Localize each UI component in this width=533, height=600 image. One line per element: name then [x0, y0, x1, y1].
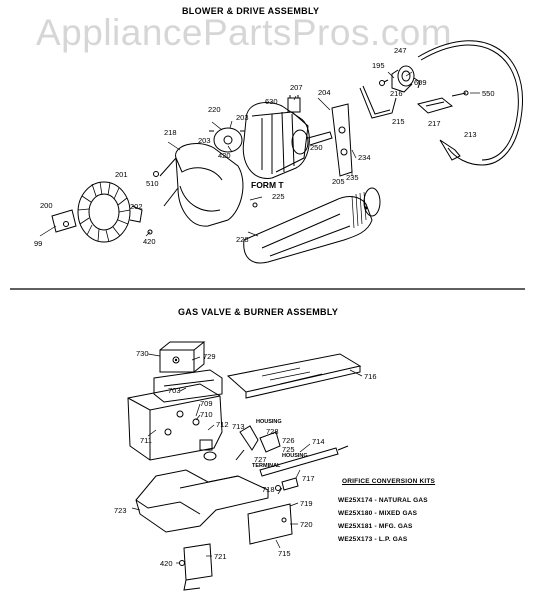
orifice-kit-title: ORIFICE CONVERSION KITS [342, 478, 436, 485]
part-label: 725 [282, 445, 295, 454]
idler-arm-shape [359, 87, 397, 119]
part-label: 235 [346, 173, 359, 182]
motor-body-shape [242, 102, 310, 179]
gas-section-title: GAS VALVE & BURNER ASSEMBLY [178, 307, 339, 317]
shield-plate-shape [247, 503, 293, 545]
part-label: 234 [358, 153, 371, 162]
orifice-shape [281, 477, 299, 491]
part-label: 718 [262, 485, 275, 494]
part-label: 609 [414, 78, 427, 87]
part-label: 713 [232, 422, 245, 431]
part-label: 195 [372, 61, 385, 70]
watermark: AppliancePartsPros.com [36, 12, 453, 53]
part-label: 203 [236, 113, 249, 122]
orifice-kit-item: WE25X180 - MIXED GAS [338, 510, 418, 517]
part-label: 250 [310, 143, 323, 152]
part-label: 709 [200, 399, 213, 408]
motor-clamp-shape [213, 127, 243, 153]
part-label: 716 [364, 372, 377, 381]
igniter-shape [239, 425, 259, 451]
idler-pulley-shape [397, 65, 415, 87]
part-label: 730 [136, 349, 149, 358]
part-label: 510 [146, 179, 159, 188]
part-label: 703 [168, 386, 181, 395]
motor-mount-shape [331, 103, 353, 177]
part-label: 200 [40, 201, 53, 210]
part-label: 728 [266, 427, 279, 436]
part-label: 712 [216, 420, 229, 429]
part-label: HOUSING [256, 419, 282, 425]
burner-base-shape [135, 469, 269, 533]
part-label: 201 [115, 170, 128, 179]
part-label: 729 [203, 352, 216, 361]
orifice-kit-item: WE25X181 - MFG. GAS [338, 523, 413, 530]
motor-form-label: FORM T [251, 180, 284, 190]
part-label: 715 [278, 549, 291, 558]
part-label: 719 [300, 499, 313, 508]
part-label: 218 [164, 128, 177, 137]
orifice-kit-item: WE25X173 - L.P. GAS [338, 536, 408, 543]
orifice-kit-item: WE25X174 - NATURAL GAS [338, 497, 428, 504]
part-label: 205 [332, 177, 345, 186]
part-label: 726 [282, 436, 295, 445]
motor-shaft-shape [307, 131, 333, 146]
part-label: 217 [428, 119, 441, 128]
part-label: 630 [265, 97, 278, 106]
part-label: 721 [214, 552, 227, 561]
part-label: 213 [464, 130, 477, 139]
part-label: 720 [300, 520, 313, 529]
gas-valve-body-shape [127, 383, 223, 461]
part-label: 216 [390, 89, 403, 98]
part-label: 225 [272, 192, 285, 201]
blower-housing-shape [175, 143, 244, 227]
part-label: 204 [318, 88, 331, 97]
part-label: 723 [114, 506, 127, 515]
blower-section-title: BLOWER & DRIVE ASSEMBLY [182, 6, 320, 16]
gas-valve-coil-shape [159, 349, 195, 373]
part-label: 202 [130, 202, 143, 211]
exhaust-duct-shape [243, 196, 373, 264]
belt-clip-shape [439, 139, 461, 161]
part-label: 215 [392, 117, 405, 126]
part-label: 228 [236, 235, 249, 244]
drive-belt-shape [417, 40, 523, 166]
motor-switch-shape [287, 97, 301, 113]
part-label: 99 [34, 239, 43, 248]
coil-block-shape [153, 369, 223, 403]
part-label: 420 [218, 151, 231, 160]
wheel-clip-shape [51, 209, 77, 233]
part-label: 550 [482, 89, 495, 98]
part-label: 203 [198, 136, 211, 145]
part-label: 207 [290, 83, 303, 92]
part-label: 420 [160, 559, 173, 568]
part-label: 717 [302, 474, 315, 483]
idler-bracket-shape [416, 97, 454, 114]
part-label: 727 [254, 455, 267, 464]
part-label: TERMINAL [252, 463, 281, 469]
part-label: 420 [143, 237, 156, 246]
part-label: 710 [200, 410, 213, 419]
part-label: HOUSING [282, 453, 308, 459]
mounting-bracket-shape [183, 543, 213, 581]
blower-wheel-shape [77, 181, 131, 243]
manifold-pipe-shape [259, 447, 339, 477]
part-label: 711 [140, 436, 152, 445]
burner-tube-shape [226, 353, 362, 393]
part-label: 247 [394, 46, 407, 55]
part-label: 220 [208, 105, 221, 114]
part-label: 714 [312, 437, 325, 446]
